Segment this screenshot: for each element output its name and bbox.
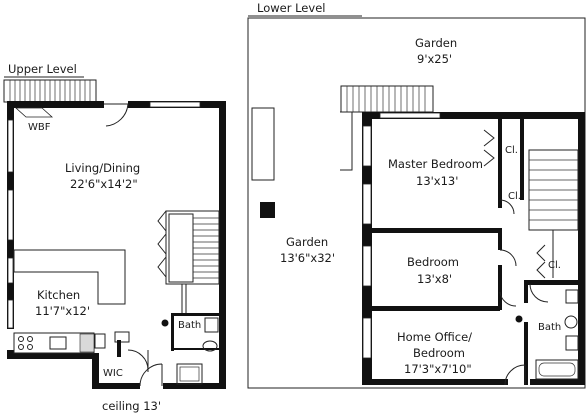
home-office-name-line1: Home Office/ (397, 330, 472, 344)
bedroom-name: Bedroom (407, 255, 459, 269)
kitchen-appliances (13, 331, 130, 354)
bath-toilet (202, 340, 218, 352)
bath-sink (204, 317, 219, 333)
upper-entry-stair (3, 79, 97, 103)
kitchen-name: Kitchen (37, 288, 80, 302)
lower-interior-stair (528, 149, 579, 278)
upper-bath-walls: Bath (161, 313, 219, 385)
lower-exterior-walls (362, 112, 585, 385)
upper-level-title: Upper Level (8, 62, 77, 76)
garden-top-size: 9'x25' (417, 52, 452, 66)
upper-windows (7, 101, 201, 329)
garden-stair (340, 85, 434, 113)
closet-3-label: Cl. (548, 260, 561, 271)
lower-bath-label: Bath (538, 322, 561, 333)
upper-bath-label: Bath (178, 320, 201, 331)
kitchen-island-counter (13, 249, 126, 305)
kitchen-size: 11'7"x12' (35, 304, 90, 318)
bedroom-size: 13'x8' (417, 272, 452, 286)
lower-doors (483, 129, 549, 386)
wic-label: WIC (103, 368, 123, 379)
lower-partitions (372, 112, 578, 385)
bath-shower (176, 363, 203, 385)
wood-burning-fireplace: WBF (14, 107, 54, 133)
living-dining-size: 22'6"x14'2" (70, 177, 138, 191)
lower-level: Lower Level (247, 1, 586, 389)
ceiling-height: ceiling 13' (102, 399, 161, 413)
garden-left-name: Garden (286, 235, 328, 249)
wbf-label: WBF (28, 122, 51, 133)
lower-level-title: Lower Level (257, 1, 325, 15)
lower-windows (362, 112, 441, 359)
upper-interior-stair (157, 210, 220, 314)
closet-2-label: Cl. (508, 191, 521, 202)
garden-planter (251, 107, 275, 181)
master-bedroom-name: Master Bedroom (388, 157, 483, 171)
home-office-name-line2: Bedroom (413, 346, 465, 360)
master-bedroom-size: 13'x13' (416, 174, 458, 188)
wic: WIC (103, 340, 163, 387)
lower-bath-fixtures (535, 289, 579, 380)
closet-1-label: Cl. (505, 145, 518, 156)
lot-outline (247, 17, 586, 389)
living-dining-name: Living/Dining (65, 161, 140, 175)
garden-top-name: Garden (415, 36, 457, 50)
garden-column (260, 202, 275, 218)
garden-left-size: 13'6"x32' (280, 251, 335, 265)
window-well (340, 111, 353, 171)
upper-entry-door (104, 103, 129, 127)
upper-level: Upper Level (3, 62, 226, 413)
home-office-size: 17'3"x7'10" (404, 362, 472, 376)
